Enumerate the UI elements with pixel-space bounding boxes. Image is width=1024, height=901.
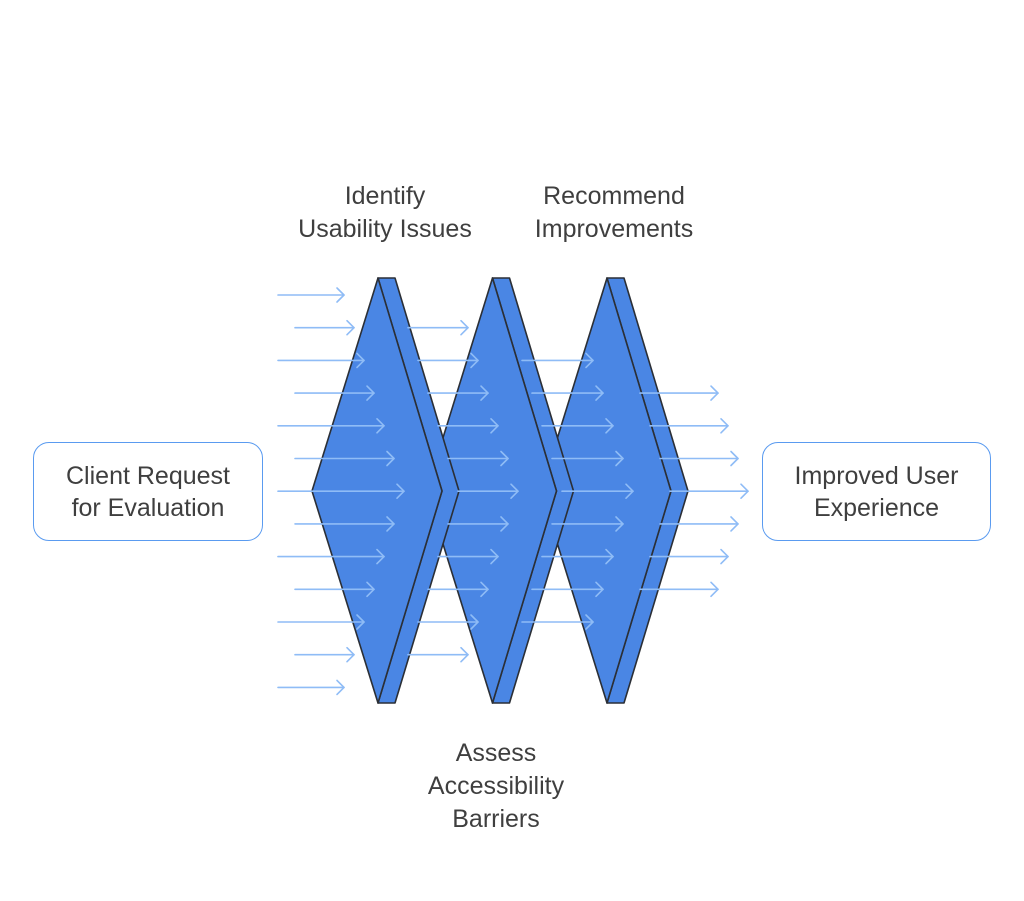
outgoing-arrow <box>639 385 719 401</box>
arrow-head <box>460 319 469 336</box>
stage-label-line: Improvements <box>534 215 694 243</box>
transfer-arrow-stage-1-to-2 <box>427 385 489 401</box>
arrow-head <box>510 483 519 500</box>
arrow-head <box>336 287 345 303</box>
arrow-head <box>720 548 729 565</box>
transfer-arrow-stage-1-to-2 <box>417 614 479 630</box>
transfer-arrow-stage-1-to-2 <box>427 581 489 598</box>
stage-label-line: Identify <box>344 182 426 210</box>
input-box-line: for Evaluation <box>71 493 225 522</box>
arrow-head <box>460 646 469 663</box>
arrow-head <box>595 581 604 598</box>
incoming-arrow <box>277 287 345 303</box>
arrow-head <box>500 450 509 467</box>
transfer-arrow-stage-1-to-2 <box>437 548 499 565</box>
outgoing-arrow <box>659 450 739 467</box>
input-box-client-request: Client Request for Evaluation <box>33 442 263 541</box>
incoming-arrow <box>294 516 395 532</box>
transfer-arrow-stage-2-to-3 <box>521 614 594 630</box>
incoming-arrow <box>294 646 355 663</box>
arrow-head <box>356 352 365 369</box>
arrow-head <box>376 417 385 434</box>
arrow-head <box>366 581 375 598</box>
arrow-head <box>625 483 634 500</box>
arrow-head <box>470 352 479 369</box>
transfer-arrow-stage-1-to-2 <box>447 450 509 467</box>
transfer-arrow-stage-1-to-2 <box>407 646 469 663</box>
arrow-head <box>346 319 355 336</box>
output-box-improved-user-experience: Improved User Experience <box>762 442 991 541</box>
incoming-arrow <box>277 548 385 565</box>
arrow-head <box>336 679 345 696</box>
incoming-arrow <box>294 581 375 598</box>
arrow-head <box>490 417 499 434</box>
arrow-head <box>730 450 739 467</box>
arrow-head <box>585 352 594 369</box>
outgoing-arrow <box>669 483 749 500</box>
outgoing-arrow <box>639 581 719 598</box>
incoming-arrow <box>277 352 365 369</box>
outgoing-arrow <box>649 548 729 565</box>
stage-label-line: Usability Issues <box>298 215 472 243</box>
arrow-head <box>480 581 489 598</box>
output-box-line: Improved User <box>794 461 959 490</box>
incoming-arrow <box>277 614 365 630</box>
arrow-head <box>386 516 395 532</box>
output-box-line: Experience <box>813 493 940 522</box>
arrow-head <box>605 548 614 565</box>
stage-label-line: Assess <box>455 739 537 767</box>
transfer-arrow-stage-2-to-3 <box>541 417 614 434</box>
incoming-arrow <box>277 483 405 500</box>
arrow-head <box>710 385 719 401</box>
arrow-layer <box>277 287 749 696</box>
stage-label-identify-usability-issues: Identify Usability Issues <box>298 180 472 246</box>
incoming-arrow <box>277 679 345 696</box>
transfer-arrow-stage-1-to-2 <box>457 483 519 500</box>
stage-label-line: Recommend <box>543 182 685 210</box>
transfer-arrow-stage-2-to-3 <box>561 483 634 500</box>
arrow-head <box>615 450 624 467</box>
arrow-head <box>710 581 719 598</box>
arrow-head <box>730 516 739 532</box>
stage-label-assess-accessibility-barriers: Assess Accessibility Barriers <box>428 737 564 836</box>
transfer-arrow-stage-2-to-3 <box>521 352 594 369</box>
incoming-arrow <box>294 450 395 467</box>
arrow-head <box>376 548 385 565</box>
stage-label-line: Barriers <box>452 805 540 833</box>
stage-label-line: Accessibility <box>427 772 565 800</box>
arrow-head <box>605 417 614 434</box>
arrow-head <box>585 614 594 630</box>
transfer-arrow-stage-2-to-3 <box>531 581 604 598</box>
arrow-head <box>396 483 405 500</box>
outgoing-arrow <box>659 516 739 532</box>
arrow-head <box>490 548 499 565</box>
transfer-arrow-stage-2-to-3 <box>541 548 614 565</box>
transfer-arrow-stage-1-to-2 <box>407 319 469 336</box>
arrow-head <box>740 483 749 500</box>
incoming-arrow <box>277 417 385 434</box>
arrow-head <box>470 614 479 630</box>
transfer-arrow-stage-1-to-2 <box>447 516 509 532</box>
transfer-arrow-stage-2-to-3 <box>551 516 624 532</box>
arrow-head <box>615 516 624 532</box>
outgoing-arrow <box>649 417 729 434</box>
arrow-head <box>386 450 395 467</box>
arrow-head <box>720 417 729 434</box>
arrow-head <box>366 385 375 401</box>
input-box-line: Client Request <box>66 461 230 490</box>
incoming-arrow <box>294 319 355 336</box>
arrow-head <box>500 516 509 532</box>
arrow-head <box>346 646 355 663</box>
incoming-arrow <box>294 385 375 401</box>
arrow-head <box>356 614 365 630</box>
stage-label-recommend-improvements: Recommend Improvements <box>535 180 693 246</box>
arrow-head <box>595 385 604 401</box>
transfer-arrow-stage-2-to-3 <box>531 385 604 401</box>
arrow-head <box>480 385 489 401</box>
transfer-arrow-stage-1-to-2 <box>417 352 479 369</box>
transfer-arrow-stage-1-to-2 <box>437 417 499 434</box>
transfer-arrow-stage-2-to-3 <box>551 450 624 467</box>
